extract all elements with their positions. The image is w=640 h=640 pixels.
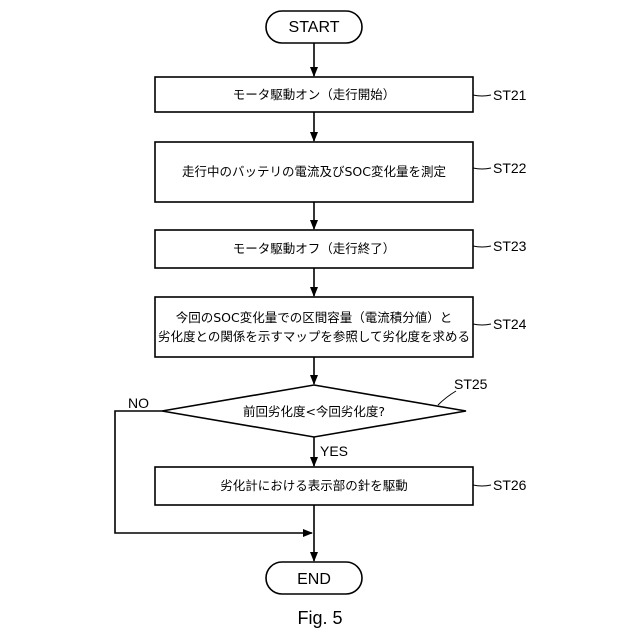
no-label: NO — [128, 395, 149, 411]
process-text-st22: 走行中のバッテリの電流及びSOC変化量を測定 — [182, 164, 446, 179]
step-label-st23: ST23 — [493, 238, 527, 254]
leader-st21 — [473, 95, 491, 96]
process-text-st26: 劣化計における表示部の針を駆動 — [220, 478, 408, 493]
process-box-st24 — [155, 297, 473, 357]
step-label-st21: ST21 — [493, 87, 527, 103]
leader-st23 — [473, 246, 491, 247]
process-text-st23: モータ駆動オフ（走行終了） — [233, 241, 396, 256]
leader-st25 — [438, 391, 456, 405]
end-label: END — [297, 571, 331, 588]
step-label-st24: ST24 — [493, 316, 527, 332]
start-label: START — [289, 19, 340, 36]
process-text-st24-line2: 劣化度との関係を示すマップを参照して劣化度を求める — [158, 329, 470, 344]
yes-label: YES — [320, 443, 348, 459]
process-text-st24-line1: 今回のSOC変化量での区間容量（電流積分値）と — [176, 310, 453, 325]
leader-st22 — [473, 168, 491, 169]
figure-caption: Fig. 5 — [297, 608, 342, 628]
leader-st24 — [473, 324, 491, 325]
step-label-st22: ST22 — [493, 160, 527, 176]
step-label-st26: ST26 — [493, 477, 527, 493]
leader-st26 — [473, 485, 491, 486]
decision-text-st25: 前回劣化度<今回劣化度? — [243, 404, 385, 419]
process-text-st21: モータ駆動オン（走行開始） — [233, 87, 396, 102]
step-label-st25: ST25 — [454, 376, 488, 392]
